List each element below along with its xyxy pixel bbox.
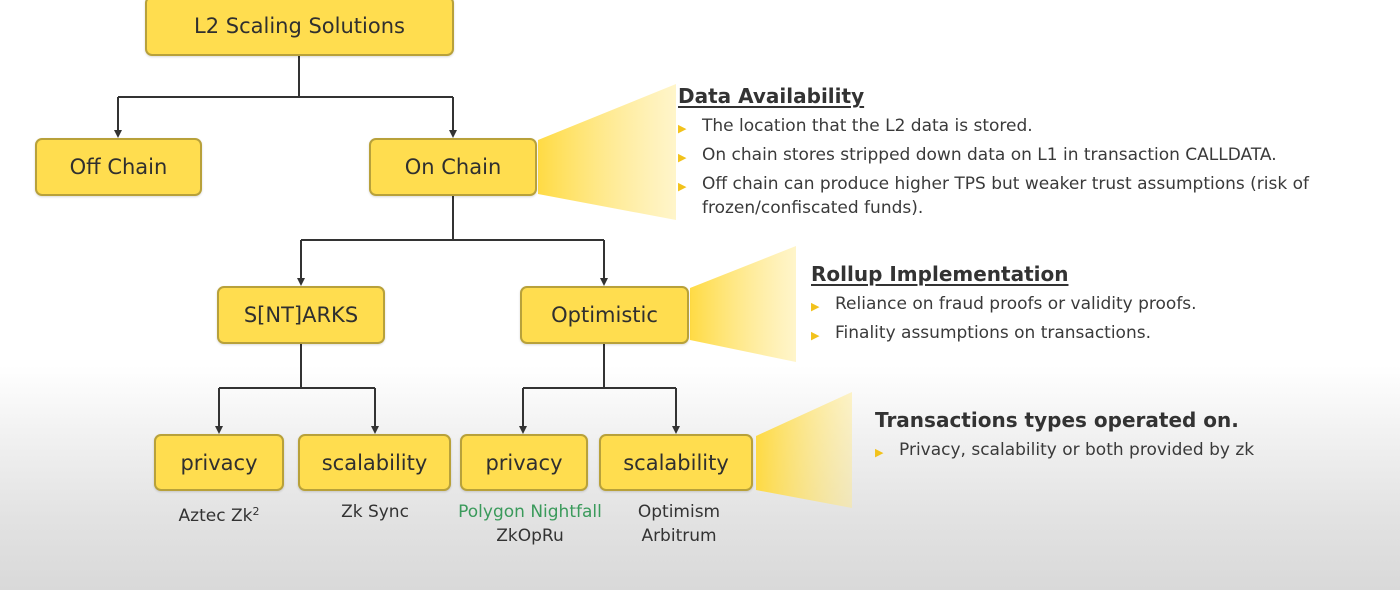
bullet-text: On chain stores stripped down data on L1… [702,145,1277,165]
node-label: S[NT]ARKS [243,303,359,327]
bullet-item: ▶ Finality assumptions on transactions. [811,321,1351,345]
example-arbitrum: Arbitrum [604,524,754,548]
example-zksync-text: Zk Sync [341,502,409,522]
example-zkopru: ZkOpRu [440,524,620,548]
node-l2-scaling-solutions: L2 Scaling Solutions [145,0,454,56]
connector-snarks [215,344,379,434]
bullet-item: ▶ The location that the L2 data is stored… [678,114,1358,138]
panel-rollup-implementation: Rollup Implementation ▶ Reliance on fraud… [811,262,1351,350]
example-optimism-text: Optimism [637,502,721,522]
example-polygon-text: Polygon Nightfall [458,502,602,522]
bullet-text: The location that the L2 data is stored. [702,116,1033,136]
node-optimistic-privacy: privacy [460,434,588,491]
bullet-arrow-icon: ▶ [875,446,884,459]
node-snarks: S[NT]ARKS [217,286,385,344]
bullet-text: Privacy, scalability or both provided by… [899,440,1255,460]
bullet-item: ▶ Off chain can produce higher TPS but we… [678,172,1328,220]
node-snarks-scalability: scalability [298,434,451,491]
panel-transaction-types: Transactions types operated on. ▶ Privacy… [875,408,1275,467]
bullet-item: ▶ Privacy, scalability or both provided b… [875,438,1259,462]
panel-bullets: ▶ Reliance on fraud proofs or validity pr… [811,292,1351,345]
panel-bullets: ▶ The location that the L2 data is stored… [678,114,1358,220]
bullet-item: ▶ Reliance on fraud proofs or validity pr… [811,292,1351,316]
node-optimistic-scalability: scalability [599,434,753,491]
node-optimistic: Optimistic [520,286,689,344]
node-label: scalability [623,450,729,475]
example-aztec: Aztec Zk2 [146,500,292,528]
panel-title: Rollup Implementation [811,262,1069,286]
node-label: Off Chain [69,155,168,179]
panel-title: Transactions types operated on. [875,408,1239,432]
bullet-text: Finality assumptions on transactions. [835,323,1151,343]
panel-title: Data Availability [678,84,865,108]
node-label: privacy [180,450,258,475]
connector-on-chain [297,196,608,286]
panel-bullets: ▶ Privacy, scalability or both provided b… [875,438,1275,462]
bullet-text: Reliance on fraud proofs or validity pro… [835,294,1197,314]
bullet-arrow-icon: ▶ [678,180,687,193]
node-off-chain: Off Chain [35,138,202,196]
node-label: scalability [321,450,428,475]
bullet-arrow-icon: ▶ [811,300,820,313]
example-polygon-nightfall: Polygon Nightfall [440,500,620,524]
bullet-arrow-icon: ▶ [678,122,687,135]
beam-transaction-types [756,392,852,508]
node-on-chain: On Chain [369,138,537,196]
node-label: On Chain [404,155,502,179]
example-arbitrum-text: Arbitrum [641,526,717,546]
beam-data-availability [538,84,676,220]
connector-root [114,56,457,138]
node-label: privacy [485,450,563,475]
example-zksync: Zk Sync [300,500,450,524]
bullet-arrow-icon: ▶ [678,151,687,164]
example-optimism: Optimism [604,500,754,524]
bullet-text: Off chain can produce higher TPS but wea… [702,174,1309,218]
example-aztec-text: Aztec Zk [178,506,253,526]
beam-rollup-implementation [690,246,796,362]
connector-optimistic [519,344,680,434]
node-label: L2 Scaling Solutions [194,14,405,38]
node-snarks-privacy: privacy [154,434,284,491]
panel-data-availability: Data Availability ▶ The location that the… [678,84,1358,225]
example-zkopru-text: ZkOpRu [496,526,564,546]
example-aztec-superscript: 2 [252,505,260,518]
bullet-arrow-icon: ▶ [811,329,820,342]
node-label: Optimistic [551,303,658,327]
bullet-item: ▶ On chain stores stripped down data on L… [678,143,1358,167]
